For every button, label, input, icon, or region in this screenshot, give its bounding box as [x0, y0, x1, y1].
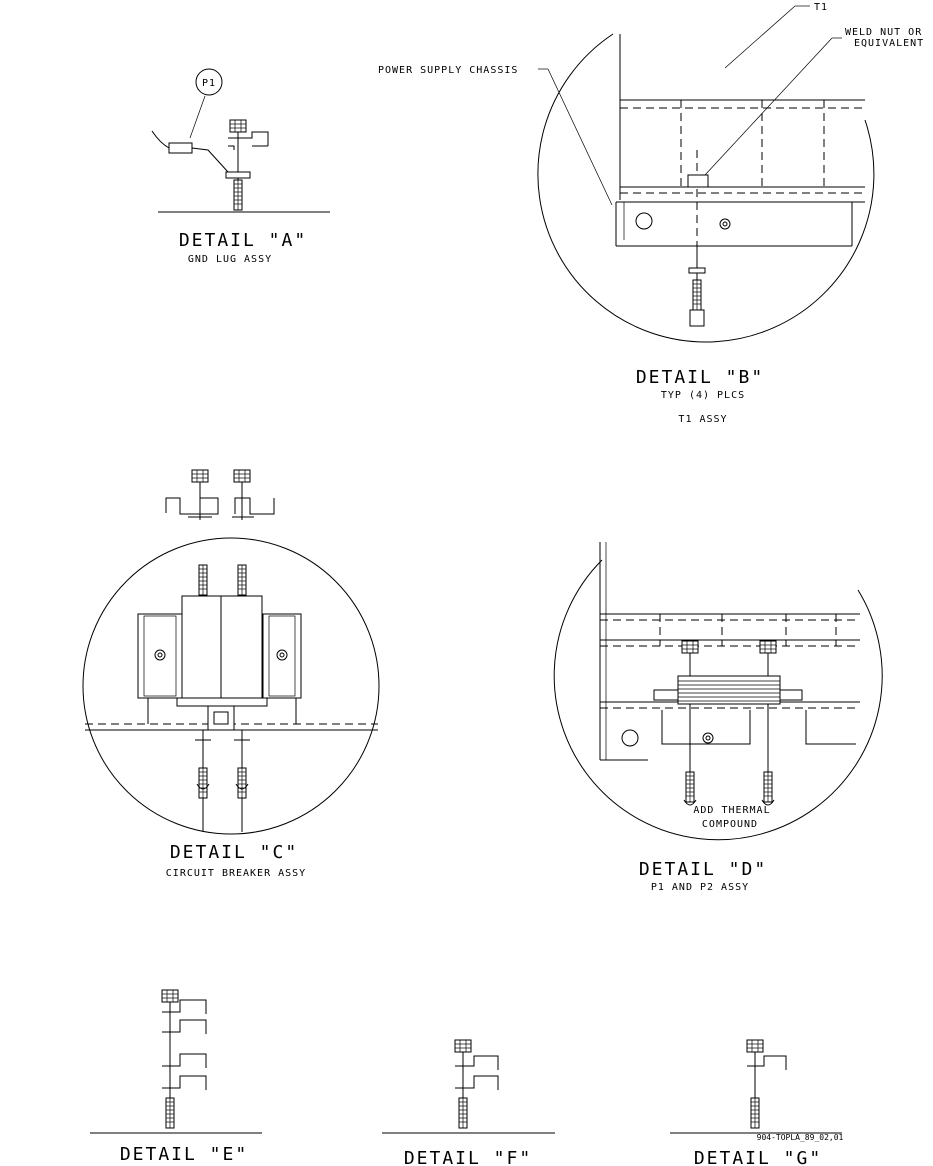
bottom-screws: [195, 730, 250, 832]
detail-b-circle: [538, 34, 874, 342]
weld-nut: [688, 175, 708, 187]
detail-a-title: DETAIL "A": [179, 230, 307, 251]
detail-b: T1 WELD NUT OR EQUIVALENT POWER SUPPLY C…: [378, 2, 924, 425]
component-p1-p2: [654, 641, 802, 704]
mounting-bracket-right: [263, 614, 301, 724]
screw-assembly: [226, 120, 268, 210]
detail-f-title: DETAIL "F": [404, 1148, 532, 1166]
bolt-b: [689, 246, 705, 326]
weld-callout-2: EQUIVALENT: [854, 38, 924, 49]
weld-nut-leader: [705, 38, 832, 175]
detail-c-title: DETAIL "C": [170, 842, 298, 863]
chassis-callout: POWER SUPPLY CHASSIS: [378, 65, 518, 76]
t1-callout: T1: [814, 2, 828, 13]
thermal-note-2: COMPOUND: [702, 819, 758, 830]
detail-d: ADD THERMAL COMPOUND DETAIL "D" P1 AND P…: [554, 542, 882, 893]
circuit-breaker: [177, 565, 267, 730]
detail-b-subtitle-2: T1 ASSY: [678, 414, 727, 425]
detail-c-subtitle: CIRCUIT BREAKER ASSY: [166, 868, 306, 879]
detail-b-subtitle-1: TYP (4) PLCS: [661, 390, 745, 401]
drawing-number: 904-TOPLA_89_02,01: [757, 1133, 844, 1142]
detail-a: P1 DETAIL "A" GND LUG ASSY: [152, 69, 330, 265]
detail-f: DETAIL "F": [382, 1040, 555, 1166]
balloon-p1: P1: [196, 69, 222, 95]
mounting-hole-d: [622, 730, 638, 746]
mounting-hole: [636, 213, 652, 229]
detail-e: DETAIL "E": [90, 990, 262, 1165]
detail-a-subtitle: GND LUG ASSY: [188, 254, 272, 265]
t1-leader: [725, 6, 795, 68]
detail-e-title: DETAIL "E": [120, 1144, 248, 1165]
weld-callout-1: WELD NUT OR: [845, 27, 922, 38]
exploded-hardware: [166, 470, 274, 520]
hardware-mark: [720, 219, 730, 229]
balloon-label: P1: [202, 78, 216, 89]
thermal-note-1: ADD THERMAL: [693, 805, 770, 816]
bottom-screws-d: [684, 704, 774, 805]
mounting-bracket-left: [138, 614, 182, 724]
detail-c: DETAIL "C" CIRCUIT BREAKER ASSY: [83, 470, 379, 879]
detail-b-title: DETAIL "B": [636, 367, 764, 388]
detail-g-title: DETAIL "G": [694, 1148, 822, 1166]
detail-d-subtitle: P1 AND P2 ASSY: [651, 882, 749, 893]
detail-d-title: DETAIL "D": [639, 859, 767, 880]
ground-lug: [152, 96, 228, 172]
detail-g: 904-TOPLA_89_02,01 DETAIL "G": [670, 1040, 844, 1166]
